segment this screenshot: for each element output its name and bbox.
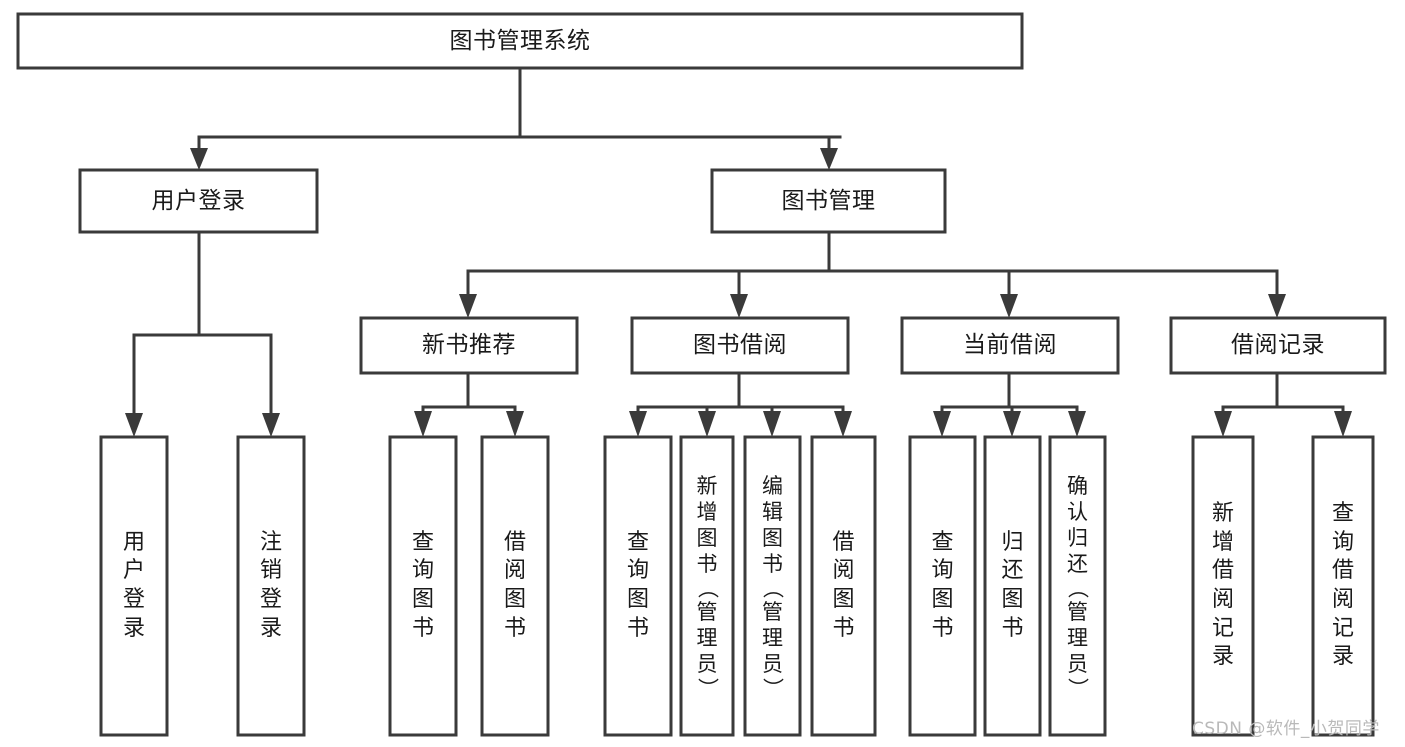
leaf-box-logout[interactable] xyxy=(236,435,306,737)
leaf-box-return-book[interactable] xyxy=(983,435,1042,737)
leaf-box-query-book-2[interactable] xyxy=(603,435,673,737)
leaf-box-user-login[interactable] xyxy=(99,435,169,737)
leaf-box-edit-book-admin[interactable] xyxy=(743,435,802,737)
node-root-system[interactable] xyxy=(16,12,1024,70)
leaf-box-query-book-1[interactable] xyxy=(388,435,458,737)
node-current-borrow[interactable] xyxy=(900,316,1120,375)
node-book-borrow[interactable] xyxy=(630,316,850,375)
leaf-box-add-book-admin[interactable] xyxy=(679,435,735,737)
leaf-box-query-borrow-record[interactable] xyxy=(1311,435,1375,737)
node-book-management[interactable] xyxy=(710,168,947,234)
edge-root-to-level2 xyxy=(190,66,842,170)
node-borrow-record[interactable] xyxy=(1169,316,1387,375)
leaf-box-add-borrow-record[interactable] xyxy=(1191,435,1255,737)
node-user-login[interactable] xyxy=(78,168,319,234)
leaf-box-borrow-book-2[interactable] xyxy=(810,435,877,737)
edge-borrow-record-to-leaves xyxy=(1214,371,1352,437)
edge-user-login-to-leaves xyxy=(125,230,280,437)
leaf-box-query-book-3[interactable] xyxy=(908,435,977,737)
edge-book-mgmt-to-level3 xyxy=(459,230,1286,318)
leaf-box-confirm-return-admin[interactable] xyxy=(1048,435,1107,737)
edge-current-borrow-to-leaves xyxy=(933,371,1086,437)
leaf-box-borrow-book-1[interactable] xyxy=(480,435,550,737)
edge-book-borrow-to-leaves xyxy=(629,371,852,437)
edge-new-book-to-leaves xyxy=(414,371,524,437)
node-new-book-recommend[interactable] xyxy=(359,316,579,375)
